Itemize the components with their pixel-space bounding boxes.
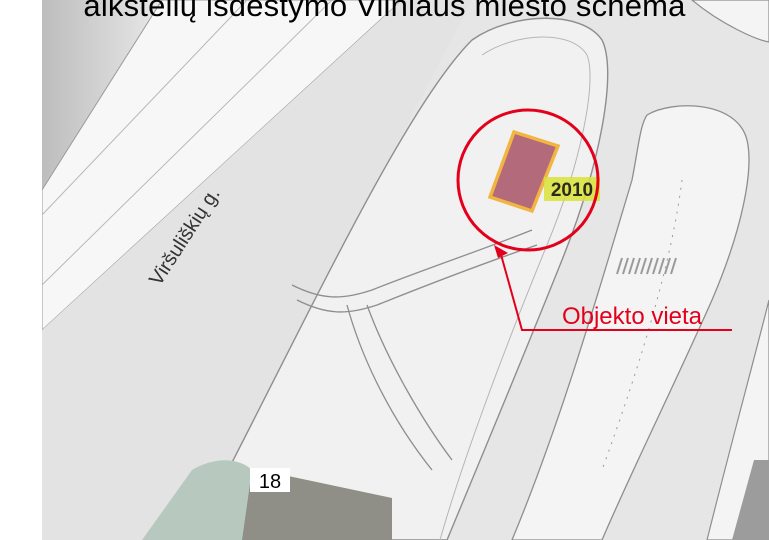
footpath: [346, 304, 433, 471]
green-area: [142, 460, 257, 540]
footpath: [366, 304, 453, 461]
page-title: aikštelių išdėstymo Vilniaus miesto sche…: [83, 0, 686, 23]
object-year-box: [544, 177, 600, 201]
map-view[interactable]: 18 Viršuliškių g. 2010 Objekto vieta: [42, 0, 769, 540]
map-canvas: 18 Viršuliškių g. 2010 Objekto vieta: [42, 0, 769, 540]
building-number-label: 18: [259, 471, 281, 493]
building-number-box: [250, 468, 290, 492]
parcel-inner-line: [439, 36, 591, 540]
object-year-label: 2010: [551, 180, 593, 201]
building-right: [732, 460, 769, 540]
parking-strip: [511, 105, 750, 540]
footpath: [291, 229, 533, 298]
parking-marks: [601, 179, 683, 471]
street-lane-line: [42, 0, 248, 216]
object-location-circle: [456, 108, 600, 252]
callout-arrow-icon: [494, 245, 508, 258]
block-area: [42, 0, 472, 540]
crosswalk: [616, 257, 677, 275]
callout-leader-line: [499, 250, 732, 331]
footpath: [296, 244, 538, 313]
street-lane-line: [42, 0, 333, 286]
object-marker[interactable]: [487, 129, 561, 214]
object-location-label: Objekto vieta: [562, 303, 703, 330]
